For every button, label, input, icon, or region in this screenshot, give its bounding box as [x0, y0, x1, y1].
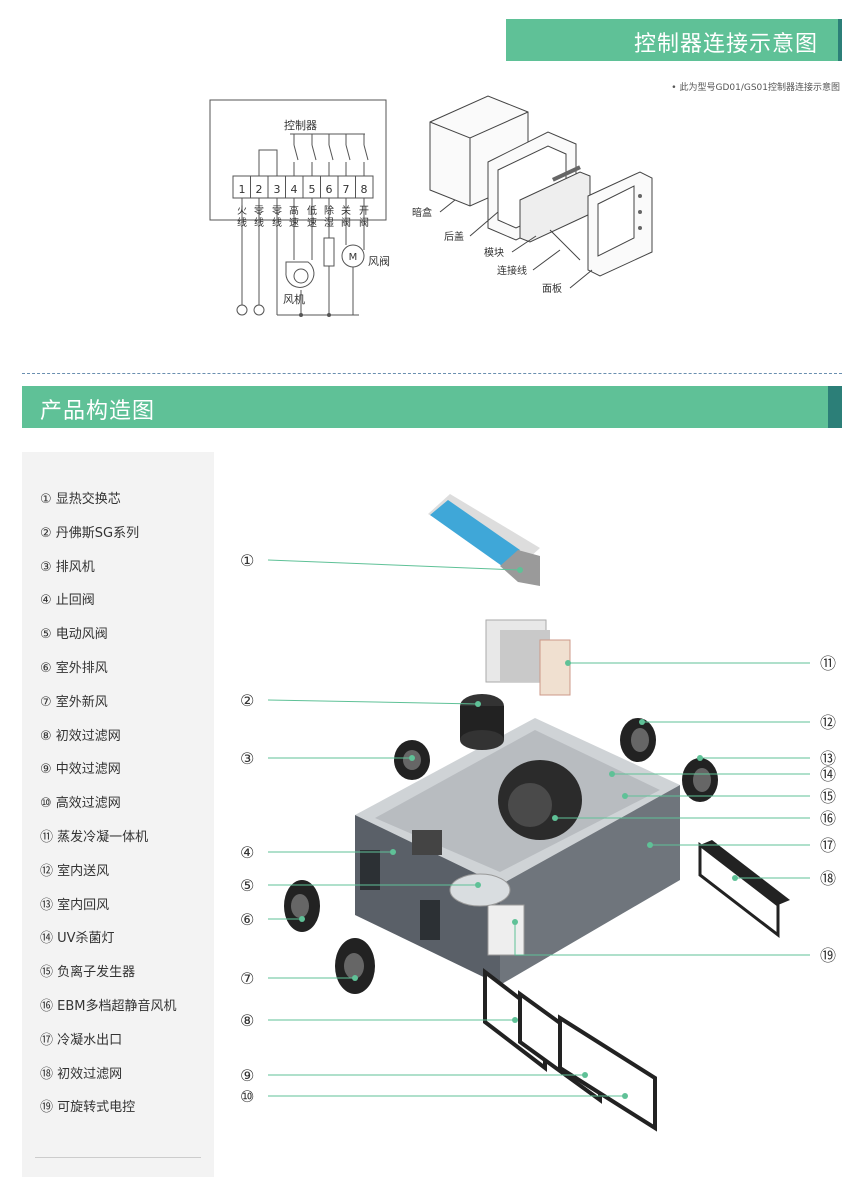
evaporator-condenser	[485, 619, 571, 696]
wire-label-char: 高	[289, 204, 299, 217]
section-divider	[22, 373, 842, 374]
module-label: 模块	[484, 247, 504, 259]
terminal-4: 4	[291, 183, 298, 196]
terminal-6: 6	[326, 183, 333, 196]
wiring-diagram: 控制器 1 2 3 4 5 6 7 8 M 风阀 风机 火线零线零线高速低速除湿…	[209, 95, 653, 317]
callout-2: ②	[240, 691, 254, 710]
danfoss-compressor	[460, 694, 504, 750]
legend-panel	[22, 452, 214, 1177]
legend-item: ③ 排风机	[40, 559, 95, 575]
wire-label-char: 线	[272, 216, 282, 229]
component-legend: ① 显热交换芯 ② 丹佛斯SG系列 ③ 排风机 ④ 止回阀 ⑤ 电动风阀 ⑥ 室…	[40, 488, 176, 1130]
terminal-7: 7	[343, 183, 350, 196]
outdoor-exhaust-duct	[284, 880, 320, 932]
callout-1: ①	[240, 551, 254, 570]
wire-label-char: 关	[341, 204, 351, 217]
callout-5: ⑤	[240, 876, 254, 895]
wire-label-char: 阀	[341, 216, 351, 229]
legend-item: ⑮ 负离子发生器	[40, 965, 136, 981]
legend-item: ⑪ 蒸发冷凝一体机	[40, 829, 149, 845]
legend-item: ⑰ 冷凝水出口	[40, 1032, 123, 1048]
terminal-1: 1	[239, 183, 246, 196]
terminal-5: 5	[309, 183, 316, 196]
section-banner-edge	[828, 386, 842, 428]
banner-edge	[838, 19, 842, 61]
callout-4: ④	[240, 843, 254, 862]
fan-label: 风机	[283, 292, 305, 306]
callout-15: ⑮	[820, 787, 836, 806]
controller-label: 控制器	[284, 118, 317, 132]
callout-6: ⑥	[240, 910, 254, 929]
legend-item: ⑱ 初效过滤网	[40, 1066, 123, 1082]
wire-label-char: 除	[324, 204, 334, 217]
back-cover-label: 后盖	[444, 230, 464, 243]
legend-item: ⑭ UV杀菌灯	[40, 931, 115, 947]
callout-3: ③	[240, 749, 254, 768]
fan-symbol	[285, 261, 315, 288]
heat-exchanger-core	[428, 494, 540, 586]
terminal-8: 8	[361, 183, 368, 196]
legend-item: ⑤ 电动风阀	[40, 627, 108, 643]
legend-item: ⑥ 室外排风	[40, 660, 108, 676]
callout-19: ⑲	[820, 946, 836, 965]
controller-box	[209, 99, 387, 221]
callout-7: ⑦	[240, 969, 254, 988]
legend-item: ⑧ 初效过滤网	[40, 728, 121, 744]
terminal-3: 3	[274, 183, 281, 196]
model-note: • 此为型号GD01/GS01控制器连接示意图	[671, 83, 840, 93]
legend-footer-line	[35, 1157, 201, 1158]
cable-label: 连接线	[497, 264, 527, 277]
wire-label-char: 湿	[324, 217, 334, 229]
indoor-return-duct	[682, 758, 718, 802]
wire-label-char: 零	[272, 205, 282, 217]
wall-box-label: 暗盒	[412, 206, 432, 219]
ebm-fan	[498, 760, 582, 840]
wire-label-char: 速	[307, 217, 317, 229]
legend-item: ⑦ 室外新风	[40, 694, 108, 710]
wire-label-char: 火	[237, 205, 247, 217]
wire-label-char: 阀	[359, 216, 369, 229]
callout-14: ⑭	[820, 765, 836, 784]
wire-label-char: 低	[307, 204, 317, 217]
indoor-supply-duct	[620, 718, 656, 762]
legend-item: ② 丹佛斯SG系列	[40, 525, 140, 541]
callout-13: ⑬	[820, 749, 836, 768]
legend-item: ⑫ 室内送风	[40, 863, 110, 879]
terminal-2: 2	[256, 183, 263, 196]
unit-cabinet	[355, 718, 680, 985]
wire-label-char: 零	[254, 205, 264, 217]
callout-17: ⑰	[820, 836, 836, 855]
legend-item: ⑲ 可旋转式电控	[40, 1100, 136, 1116]
wire-label-char: 线	[237, 216, 247, 229]
legend-item: ④ 止回阀	[40, 593, 95, 609]
callout-10: ⑩	[240, 1087, 254, 1106]
wire-label-char: 速	[289, 217, 299, 229]
valve-label: 风阀	[368, 254, 390, 268]
primary-filter-right	[698, 840, 790, 939]
filter-stack	[483, 967, 657, 1132]
legend-item: ① 显热交换芯	[40, 492, 121, 507]
wire-label-char: 开	[359, 206, 369, 217]
diagram-title: 控制器连接示意图	[633, 32, 818, 57]
callout-16: ⑯	[820, 809, 836, 828]
callout-12: ⑫	[820, 713, 836, 732]
legend-item: ⑬ 室内回风	[40, 897, 110, 913]
legend-item: ⑯ EBM多档超静音风机	[40, 998, 177, 1014]
legend-item: ⑨ 中效过滤网	[40, 762, 121, 778]
callout-9: ⑨	[240, 1066, 254, 1085]
section-title: 产品构造图	[40, 399, 156, 424]
panel-label: 面板	[542, 282, 562, 295]
motor-letter: M	[349, 252, 358, 263]
legend-item: ⑩ 高效过滤网	[40, 796, 121, 812]
callout-18: ⑱	[820, 869, 836, 888]
outdoor-fresh-air-duct	[335, 938, 375, 994]
wire-label-char: 线	[254, 216, 264, 229]
callout-11: ⑪	[820, 654, 836, 673]
diagram-title-banner: 控制器连接示意图	[506, 19, 838, 61]
callout-8: ⑧	[240, 1011, 254, 1030]
section-banner: 产品构造图	[22, 386, 828, 428]
